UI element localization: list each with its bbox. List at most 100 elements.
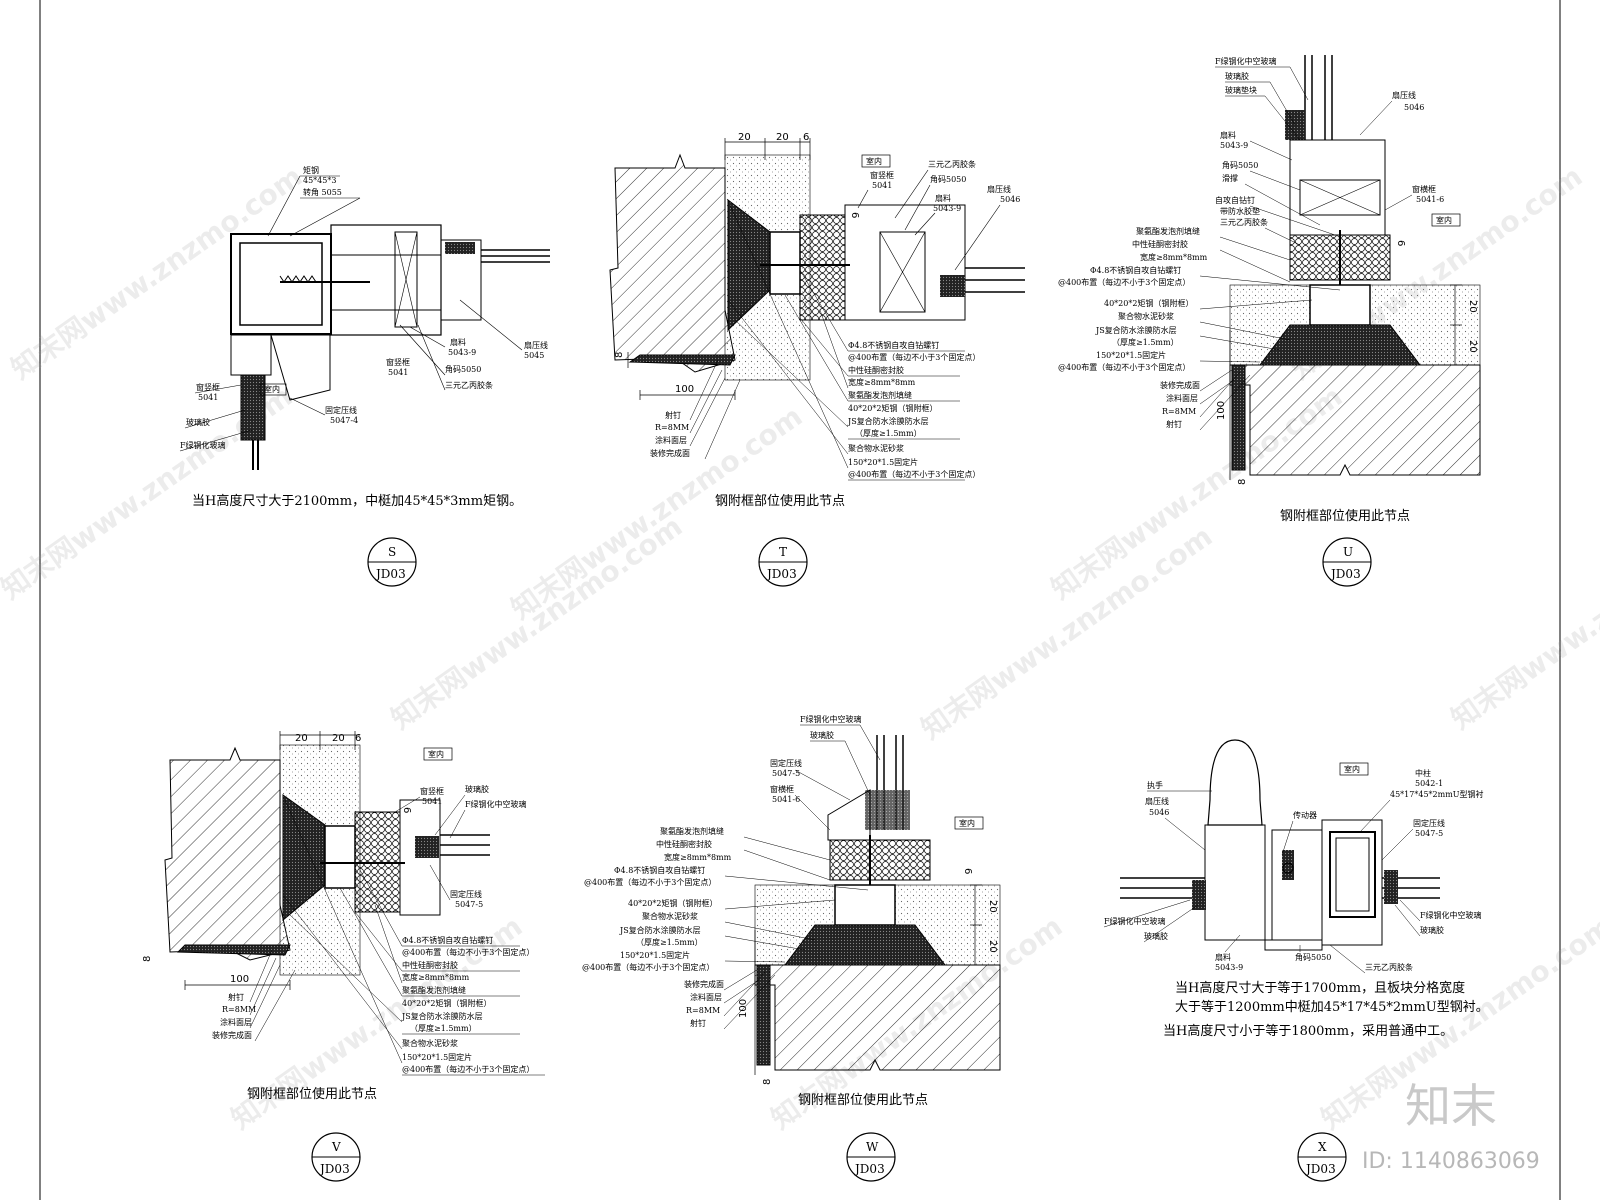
label: 中性硅酮密封胶: [402, 960, 458, 970]
dimension: 100: [1216, 401, 1227, 420]
label: @400布置（每边不小于3个固定点）: [848, 469, 980, 479]
label: 150*20*1.5固定片: [402, 1052, 472, 1062]
label: 转角 5055: [303, 187, 342, 197]
detail-t-labels: 室内 窗竖框 5041 三元乙丙胶条 角码5050 扇料 5043-9 扇压线 …: [650, 154, 1020, 481]
label: F绿钢化中空玻璃: [1215, 56, 1277, 66]
label: 5041: [872, 181, 892, 190]
detail-tag-t: T JD03: [758, 537, 808, 587]
label: 5043-9: [448, 348, 476, 357]
label: 扇压线: [524, 340, 548, 350]
detail-sheet: JD03: [374, 567, 406, 581]
label: 扇料: [1220, 130, 1236, 140]
dimension: 6: [803, 132, 809, 143]
label: 宽度≥8mm*8mm: [664, 852, 732, 862]
label: 室内: [428, 749, 444, 759]
label: 扇压线: [1145, 796, 1169, 806]
watermark-text: 知末网www.znzmo.com: [385, 510, 688, 736]
label: 45*17*45*2mmU型钢衬: [1390, 789, 1484, 799]
label: 射钉: [690, 1018, 706, 1028]
label: 聚氨酯发泡剂填缝: [1136, 226, 1200, 236]
detail-letter: V: [331, 1140, 341, 1154]
label: 5046: [1000, 195, 1020, 204]
label: @400布置（每边不小于3个固定点）: [1058, 362, 1190, 372]
detail-caption-line: 当H高度尺寸大于等于1700mm，且板块分格宽度: [1175, 980, 1465, 996]
detail-u: 20 20 6 100 8 F绿钢化中空玻璃 玻璃胶 玻璃垫块 扇压线 5046…: [1058, 55, 1481, 587]
label: 5047-5: [455, 900, 483, 909]
label: 室内: [264, 384, 280, 394]
detail-w: 20 20 6 100 8 F绿钢化中空玻璃 玻璃胶 固定压线 5047-5 窗…: [582, 714, 1001, 1182]
label: 玻璃胶: [810, 730, 834, 740]
detail-caption: 钢附框部位使用此节点: [798, 1092, 928, 1108]
label: 5041-6: [772, 795, 800, 804]
label: F绿钢化中空玻璃: [1420, 910, 1482, 920]
label: 自攻自钻钉: [1215, 195, 1255, 205]
dimension: 6: [962, 868, 973, 874]
label: 5046: [1149, 808, 1169, 817]
dimension: 6: [849, 212, 860, 218]
label: F绿钢化中空玻璃: [1104, 916, 1166, 926]
dimension: 20: [1467, 340, 1478, 353]
label: 5047-5: [1415, 829, 1443, 838]
dimension: 100: [230, 974, 249, 985]
detail-letter: S: [388, 545, 396, 559]
dimension: 20: [1467, 300, 1478, 313]
label: 室内: [959, 818, 975, 828]
label: @400布置（每边不小于3个固定点）: [402, 1064, 534, 1074]
label: R=8MM: [686, 1006, 720, 1015]
label: 角码5050: [930, 174, 966, 184]
detail-sheet: JD03: [318, 1162, 350, 1176]
label: 固定压线: [325, 405, 357, 415]
dimension: 20: [295, 733, 308, 744]
detail-x-drawing: [1120, 739, 1440, 951]
dimension: 8: [142, 956, 153, 962]
detail-tag-v: V JD03: [311, 1132, 361, 1182]
label: 带防水胶垫: [1220, 206, 1260, 216]
detail-x-labels: 室内 执手 扇压线 5046 传动器 中柱 5042-1 45*17*45*2m…: [1103, 762, 1484, 974]
detail-v: 20 20 6 6 100 8 室内 窗竖框 5041 玻璃胶 F绿钢化中空玻璃…: [142, 731, 545, 1182]
label: 5045: [524, 351, 544, 360]
detail-tag-u: U JD03: [1322, 537, 1372, 587]
label: 5047-5: [772, 769, 800, 778]
label: 5041: [388, 368, 408, 377]
label: 5046: [1404, 103, 1424, 112]
label: 150*20*1.5固定片: [848, 457, 918, 467]
detail-v-labels: 室内 窗竖框 5041 玻璃胶 F绿钢化中空玻璃 固定压线 5047-5 Φ4.…: [212, 747, 545, 1076]
label: 固定压线: [450, 889, 482, 899]
label: 固定压线: [770, 758, 802, 768]
label: 玻璃垫块: [1225, 85, 1257, 95]
label: 室内: [866, 156, 882, 166]
label: 150*20*1.5固定片: [620, 950, 690, 960]
dimension: 6: [1395, 240, 1406, 246]
detail-w-drawing: [754, 735, 1001, 1075]
dimension: 20: [987, 940, 998, 953]
detail-u-labels: F绿钢化中空玻璃 玻璃胶 玻璃垫块 扇压线 5046 扇料 5043-9 角码5…: [1058, 56, 1461, 431]
label: @400布置（每边不小于3个固定点）: [582, 962, 714, 972]
label: 150*20*1.5固定片: [1096, 350, 1166, 360]
label: 玻璃胶: [1144, 931, 1168, 941]
dimension: 6: [355, 733, 361, 744]
label: 宽度≥8mm*8mm: [1140, 252, 1208, 262]
label: 5042-1: [1415, 779, 1443, 788]
label: 聚合物水泥砂浆: [1118, 311, 1174, 321]
detail-sheet: JD03: [765, 567, 797, 581]
detail-sheet: JD03: [1329, 567, 1361, 581]
detail-v-dims: 20 20 6 6 100 8: [142, 733, 412, 985]
dimension: 20: [738, 132, 751, 143]
detail-caption-line: 大于等于1200mm中梃加45*17*45*2mmU型钢衬。: [1175, 999, 1489, 1015]
detail-t-drawing: [609, 138, 1025, 400]
label: 装修完成面: [650, 448, 690, 458]
label: 涂料面层: [220, 1017, 252, 1027]
label: 扇料: [1215, 952, 1231, 962]
label: （厚度≥1.5mm）: [855, 428, 922, 438]
label: R=8MM: [1162, 407, 1196, 416]
label: 滑撑: [1222, 173, 1238, 183]
watermark-text: 知末网www.znzmo.com: [915, 520, 1218, 746]
label: 玻璃胶: [1225, 71, 1249, 81]
label: （厚度≥1.5mm）: [1112, 337, 1179, 347]
dimension: 20: [776, 132, 789, 143]
label: R=8MM: [655, 423, 689, 432]
detail-caption-line: 当H高度尺寸小于等于1800mm，采用普通中工。: [1163, 1023, 1453, 1039]
label: Φ4.8不锈钢自攻自钻螺钉: [1090, 265, 1181, 275]
label: 中性硅酮密封胶: [1132, 239, 1188, 249]
detail-letter: U: [1343, 545, 1353, 559]
